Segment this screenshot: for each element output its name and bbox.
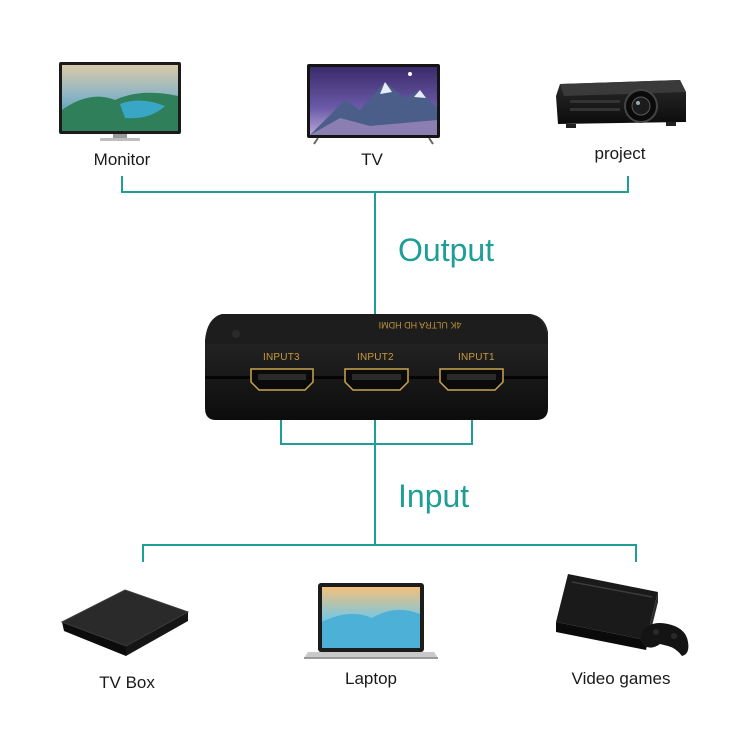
input-label-video-games: Video games (571, 669, 671, 688)
projector-icon (556, 80, 686, 128)
game-console-icon (556, 574, 689, 656)
hdmi-switch: 4K ULTRA HD HDMI (205, 314, 548, 420)
hdmi-port-2 (344, 368, 409, 391)
input-label-laptop: Laptop (345, 669, 397, 688)
hdmi-port-1 (439, 368, 504, 391)
monitor-icon (59, 62, 181, 141)
port-label-input3: INPUT3 (263, 352, 300, 363)
input-label-tv-box: TV Box (99, 673, 155, 692)
input-section-label: Input (398, 478, 470, 514)
tv-box-icon (60, 589, 190, 656)
output-label-tv: TV (361, 150, 383, 169)
tv-icon (307, 64, 440, 145)
laptop-icon (304, 583, 438, 659)
controller-icon (640, 623, 689, 656)
port-label-input1: INPUT1 (458, 352, 495, 363)
output-label-monitor: Monitor (93, 150, 151, 169)
output-label-projector: project (594, 144, 646, 163)
output-connector-lines (121, 176, 629, 316)
input-connector-lines (142, 398, 637, 562)
brand-text: 4K ULTRA HD HDMI (379, 320, 462, 330)
port-label-input2: INPUT2 (357, 352, 394, 363)
brand-marking: 4K ULTRA HD HDMI (379, 320, 462, 330)
output-section-label: Output (398, 232, 495, 268)
hdmi-port-3 (250, 368, 314, 391)
